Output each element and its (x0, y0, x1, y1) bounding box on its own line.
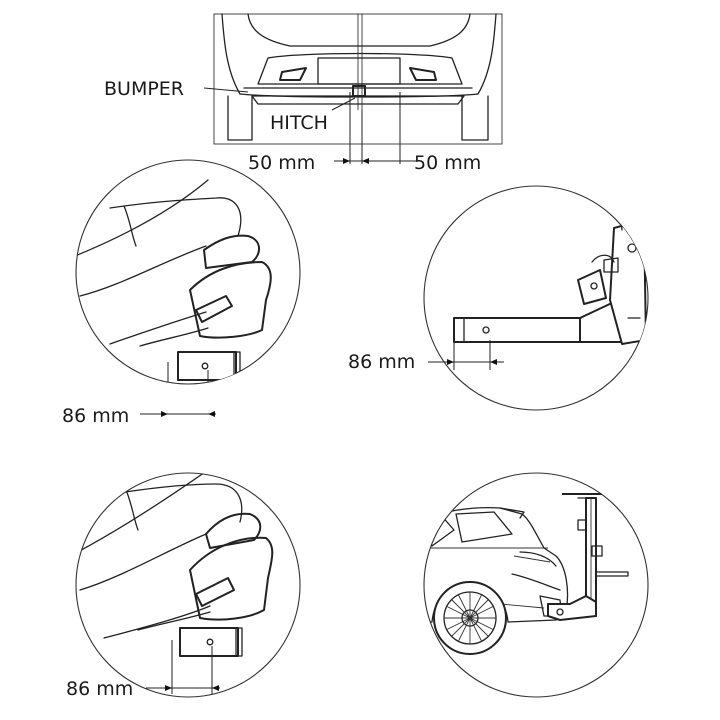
clearance-b-label: 86 mm (348, 351, 415, 373)
bumper-detail-circle-c (75, 472, 301, 698)
bumper-detail-circle-a (75, 159, 301, 417)
clearance-c-label: 86 mm (66, 678, 133, 700)
hitch-label: HITCH (270, 112, 328, 134)
clearance-a-label: 86 mm (62, 405, 129, 427)
offset-left-label: 50 mm (248, 152, 315, 174)
vehicle-carrier-circle-d (423, 472, 649, 698)
hitch-arm-circle-b (423, 185, 649, 411)
rear-view-panel (203, 13, 503, 164)
offset-right-label: 50 mm (414, 152, 481, 174)
bumper-label: BUMPER (104, 78, 184, 100)
